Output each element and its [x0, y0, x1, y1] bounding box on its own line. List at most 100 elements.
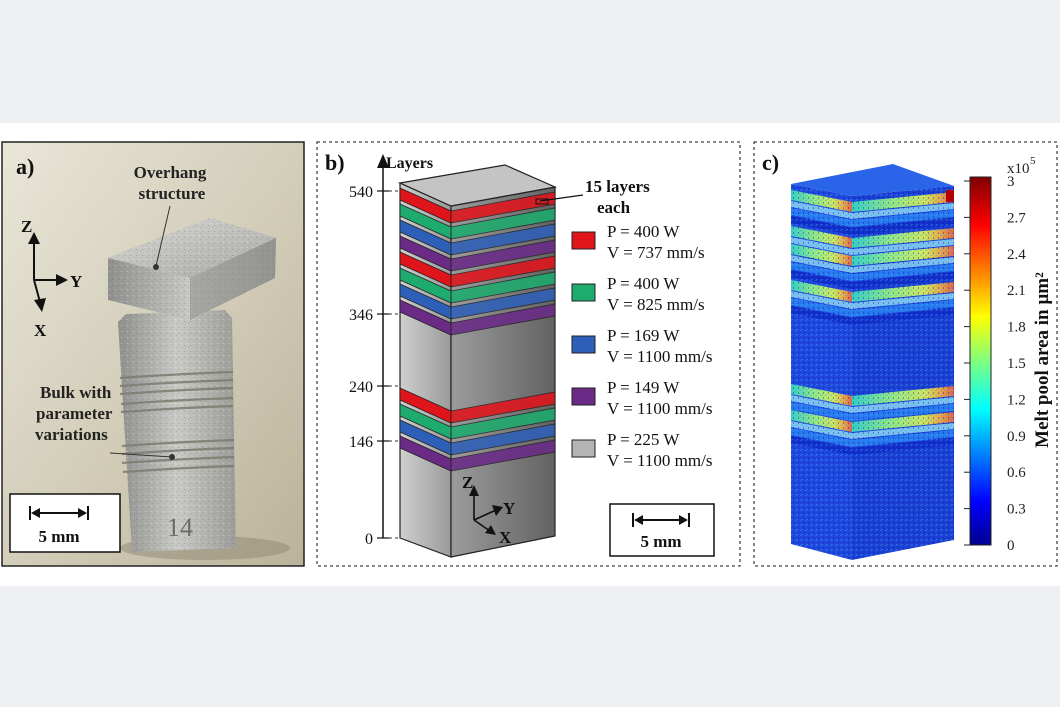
layer-band-side [450, 391, 556, 424]
layer-band-side [450, 207, 556, 240]
layer-band-side [450, 271, 556, 304]
layer-axis-tick-labels: 540 346 240 146 0 [349, 184, 373, 548]
layer-band-side [450, 439, 556, 472]
layer-band-side [450, 407, 556, 440]
panel-b-axis-z: Z [462, 473, 473, 492]
tick-146: 146 [349, 434, 373, 451]
layer-band-side [450, 239, 556, 272]
layer-band-side [450, 287, 556, 320]
bulk-label-line3: variations [35, 425, 108, 444]
overhang-label-line1: Overhang [134, 163, 207, 182]
panel-b-frame [316, 141, 741, 567]
parameter-legend: P = 400 W V = 737 mm/s P = 400 W V = 825… [571, 222, 712, 470]
legend-entry-3-power: P = 169 W [607, 326, 680, 345]
colorbar-tick-label: 2.7 [1007, 210, 1026, 226]
sample-photo: 14 [108, 218, 276, 552]
tick-0: 0 [365, 531, 373, 548]
overhang-leader-dot [153, 264, 159, 270]
colorbar-tick-label: 0.6 [1007, 465, 1026, 481]
legend-entry-5-speed: V = 1100 mm/s [607, 451, 712, 470]
panel-c-label: c) [762, 150, 779, 175]
layer-bands [399, 187, 556, 472]
legend-entry-2-speed: V = 825 mm/s [607, 295, 705, 314]
panel-b-axis-y: Y [503, 499, 515, 518]
bulk-leader-dot [169, 454, 175, 460]
tick-346: 346 [349, 307, 373, 324]
panel-a-scale-bar: 5 mm [9, 493, 121, 553]
colorbar-multiplier-exponent: 5 [1030, 155, 1036, 167]
colorbar-tick-label: 1.2 [1007, 392, 1026, 408]
layer-band-side [450, 423, 556, 456]
panel-a-frame [1, 141, 305, 567]
block-top-face [397, 164, 558, 207]
overhang-leader-line [155, 205, 171, 267]
legend-entry-5-power: P = 225 W [607, 430, 680, 449]
legend-entry-3: P = 169 W V = 1100 mm/s [571, 326, 712, 366]
colorbar-tick-label: 2.1 [1007, 283, 1026, 299]
layer-block-diagram [397, 164, 558, 558]
callout-line2: each [597, 198, 631, 217]
callout-marker [535, 198, 549, 205]
axis-z-label: Z [21, 217, 32, 236]
legend-swatch-1 [571, 231, 596, 250]
panel-b-axis-x: X [499, 528, 512, 547]
panel-a-scale-label: 5 mm [38, 527, 79, 546]
panel-a-label: a) [16, 154, 34, 179]
tick-240: 240 [349, 379, 373, 396]
panel-b-scale-bar: 5 mm [609, 503, 715, 557]
callout-line1: 15 layers [585, 177, 650, 196]
colorbar-ticks: 32.72.42.11.81.51.20.90.60.30 [964, 174, 1026, 554]
colorbar-tick-label: 0.3 [1007, 502, 1026, 518]
colorbar-multiplier-base: x10 [1007, 161, 1030, 177]
panel-c: c) 32.72.42.11.81.51.20.90.60.30 x10 5 M… [753, 141, 1058, 567]
colorbar: 32.72.42.11.81.51.20.90.60.30 x10 5 Melt… [964, 155, 1053, 554]
panel-b-axes-triad [469, 485, 503, 535]
colorbar-tick-label: 0 [1007, 538, 1015, 554]
panel-b-scale-label: 5 mm [640, 532, 681, 551]
callout-leader [539, 194, 584, 202]
legend-entry-2-power: P = 400 W [607, 274, 680, 293]
legend-entry-5: P = 225 W V = 1100 mm/s [571, 430, 712, 470]
panel-b: b) Layers 540 346 240 146 0 [316, 141, 741, 567]
legend-entry-2: P = 400 W V = 825 mm/s [571, 274, 705, 314]
colorbar-tick-label: 1.5 [1007, 356, 1026, 372]
layer-band-side [450, 255, 556, 288]
colorbar-tick-label: 0.9 [1007, 429, 1026, 445]
layer-axis-ticks [377, 190, 389, 539]
map-top-face [791, 164, 954, 196]
legend-entry-4-speed: V = 1100 mm/s [607, 399, 712, 418]
bulk-label-line2: parameter [36, 404, 113, 423]
legend-entry-3-speed: V = 1100 mm/s [607, 347, 712, 366]
colorbar-title: Melt pool area in µm² [1032, 272, 1053, 448]
colorbar-tick-label: 3 [1007, 174, 1015, 190]
layer-axis-title: Layers [386, 155, 433, 172]
legend-swatch-5 [571, 439, 596, 458]
legend-swatch-3 [571, 335, 596, 354]
layer-band-side [450, 191, 556, 224]
parameter-variation-stripes [119, 370, 235, 474]
bulk-label-line1: Bulk with [40, 383, 112, 402]
legend-swatch-4 [571, 387, 596, 406]
panel-c-frame [753, 141, 1058, 567]
layer-axis-arrow [377, 154, 389, 168]
legend-entry-1-power: P = 400 W [607, 222, 680, 241]
axis-x-label: X [34, 321, 47, 340]
legend-entry-1-speed: V = 737 mm/s [607, 243, 705, 262]
hot-spot-marker [946, 190, 954, 202]
tick-540: 540 [349, 184, 373, 201]
legend-entry-4-power: P = 149 W [607, 378, 680, 397]
layer-band-side [450, 223, 556, 256]
panel-b-label: b) [325, 150, 345, 175]
engraved-number: 14 [167, 513, 193, 542]
panel-a: 14 a) Overhang structure Bulk with param… [1, 141, 305, 567]
bulk-leader-line [109, 452, 173, 458]
legend-entry-1: P = 400 W V = 737 mm/s [571, 222, 705, 262]
colorbar-gradient [969, 176, 992, 546]
overhang-label-line2: structure [139, 184, 206, 203]
legend-swatch-2 [571, 283, 596, 302]
melt-pool-map [791, 164, 954, 560]
tick-guides [389, 190, 400, 539]
layer-band-side [450, 303, 556, 336]
colorbar-tick-label: 1.8 [1007, 320, 1026, 336]
